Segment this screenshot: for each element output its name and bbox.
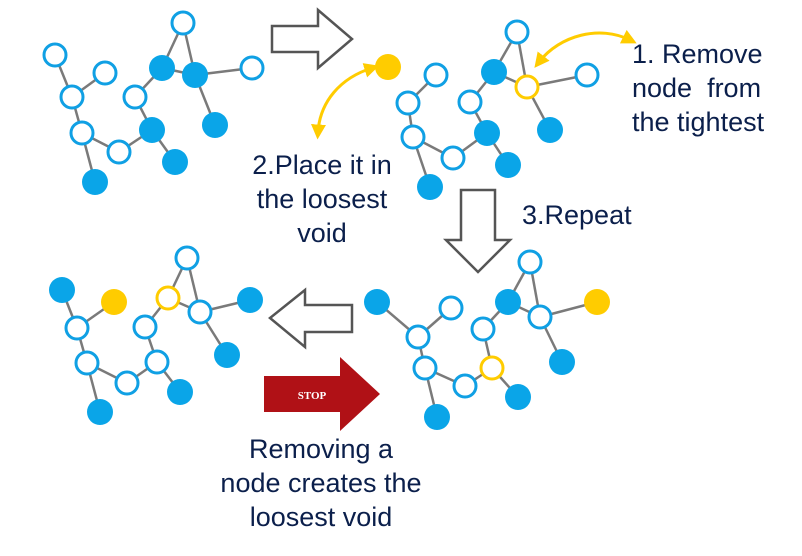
open-node <box>114 370 140 396</box>
filled-node <box>139 117 165 143</box>
void-node <box>479 355 505 381</box>
filled-node <box>364 289 390 315</box>
open-node <box>438 295 464 321</box>
stop-arrow <box>264 357 380 431</box>
open-node <box>132 314 158 340</box>
open-node <box>452 373 478 399</box>
open-node <box>239 55 265 81</box>
open-node <box>122 84 148 110</box>
filled-node <box>537 117 563 143</box>
step3-label: 3.Repeat <box>522 200 632 230</box>
open-node <box>504 19 530 45</box>
open-node <box>517 249 543 275</box>
filled-node <box>49 277 75 303</box>
placed-node <box>375 54 401 80</box>
placed-node <box>584 289 610 315</box>
step2-line-1: 2.Place it in <box>252 150 392 180</box>
open-node <box>470 316 496 342</box>
void-node <box>514 74 540 100</box>
step1-line-2: node from <box>632 73 762 103</box>
filled-node <box>214 342 240 368</box>
open-node <box>59 84 85 110</box>
void-node <box>155 285 181 311</box>
step1-line-1: 1. Remove <box>632 39 763 69</box>
network-panel-stop <box>49 245 263 425</box>
open-node <box>174 245 200 271</box>
down-block-arrow <box>442 188 514 274</box>
filled-node <box>87 399 113 425</box>
open-node <box>170 10 196 36</box>
step1-label: 1. Remove node from the tightest <box>632 37 764 139</box>
open-node <box>440 145 466 171</box>
open-node <box>395 90 421 116</box>
filled-node <box>202 112 228 138</box>
step2-label: 2.Place it in the loosest void <box>232 148 412 250</box>
network-panel-initial <box>42 10 265 195</box>
network-panel-removed <box>375 19 600 200</box>
open-node <box>64 315 90 341</box>
filled-node <box>149 55 175 81</box>
open-node <box>187 299 213 325</box>
conclusion-label: Removing a node creates the loosest void <box>196 432 446 534</box>
place-curve-arrow <box>311 63 380 140</box>
open-node <box>423 62 449 88</box>
open-node <box>400 124 426 150</box>
open-node <box>144 349 170 375</box>
open-node <box>574 62 600 88</box>
remove-curve-arrow <box>534 29 637 68</box>
step1-line-3: the tightest <box>632 107 765 137</box>
open-node <box>412 355 438 381</box>
filled-node <box>162 149 188 175</box>
open-node <box>405 324 431 350</box>
filled-node <box>424 404 450 430</box>
stop-sign-text: STOP <box>298 390 327 402</box>
filled-node <box>495 289 521 315</box>
filled-node <box>237 287 263 313</box>
right-block-arrow <box>270 7 354 71</box>
filled-node <box>167 379 193 405</box>
filled-node <box>505 384 531 410</box>
filled-node <box>549 349 575 375</box>
open-node <box>92 60 118 86</box>
step2-line-2: the loosest <box>256 184 388 214</box>
network-panel-placed <box>364 249 610 430</box>
filled-node <box>182 62 208 88</box>
filled-node <box>481 59 507 85</box>
open-node <box>42 42 68 68</box>
filled-node <box>495 152 521 178</box>
open-node <box>106 139 132 165</box>
filled-node <box>417 174 443 200</box>
conclusion-line-3: loosest void <box>249 502 393 532</box>
open-node <box>74 350 100 376</box>
placed-node <box>101 289 127 315</box>
open-node <box>69 120 95 146</box>
conclusion-line-2: node creates the <box>220 468 422 498</box>
conclusion-line-1: Removing a <box>248 434 394 464</box>
filled-node <box>474 120 500 146</box>
step2-line-3: void <box>297 218 347 248</box>
open-node <box>527 304 553 330</box>
left-block-arrow <box>268 287 354 350</box>
open-node <box>457 89 483 115</box>
filled-node <box>82 169 108 195</box>
